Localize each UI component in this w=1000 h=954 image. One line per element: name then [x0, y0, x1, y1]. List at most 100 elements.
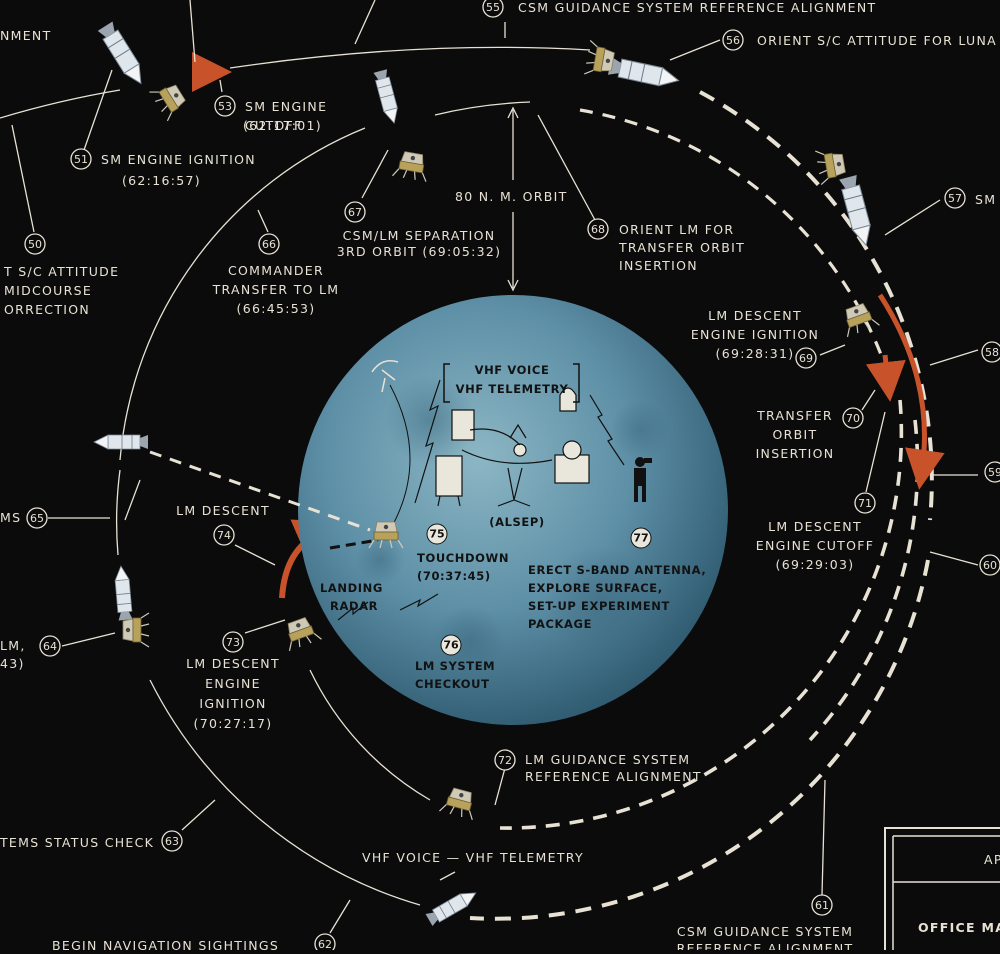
moon: VHF VOICE VHF TELEMETRY (ALSEP) 75 TOUCH…: [298, 295, 728, 725]
event-number: 59: [988, 466, 1000, 479]
lm-separation-icon: [391, 149, 432, 183]
csm-left-icon: [93, 434, 149, 450]
lm-descent-icon: [838, 300, 881, 338]
event-label-line: SM ENGINE IGNITION: [101, 152, 256, 167]
lm-bottom-icon: [438, 785, 480, 821]
event-65: 65 MS: [0, 507, 48, 529]
event-number-marker: [494, 749, 516, 771]
event-label-line: MS: [0, 510, 21, 525]
event-number: 61: [815, 899, 829, 912]
event-number-marker: [979, 554, 1000, 576]
landing-radar-label-2: RADAR: [330, 599, 378, 613]
vhf-link-label: VHF VOICE — VHF TELEMETRY: [362, 850, 584, 865]
event-number-marker: [984, 461, 1000, 483]
event-number-marker: [722, 29, 744, 51]
title-block-top: AP: [984, 852, 1000, 867]
explore-line-1: ERECT S-BAND ANTENNA,: [528, 563, 706, 577]
event-number-marker: [26, 507, 48, 529]
event-number-marker: [944, 187, 966, 209]
event-label-line: CSM GUIDANCE SYSTEM: [677, 924, 853, 939]
vhf-voice-label: VHF VOICE: [475, 363, 550, 377]
event-number: 53: [218, 100, 232, 113]
orbit-connector: [124, 479, 141, 521]
event-label-line: T S/C ATTITUDE: [3, 264, 119, 279]
event-60: 60: [979, 554, 1000, 576]
event-number: 65: [30, 512, 44, 525]
event-number: 74: [217, 529, 231, 542]
event-number: 64: [43, 640, 57, 653]
event-label-line: TRANSFER TO LM: [212, 282, 340, 297]
event-number: 62: [318, 938, 332, 950]
touchdown-label: TOUCHDOWN: [417, 551, 509, 565]
event-label-line: CUTOFF: [245, 118, 303, 133]
event-number: 71: [858, 497, 872, 510]
event-label-line: CORRECTION: [205, 0, 301, 3]
event-label-line: (62:17:01): [243, 118, 322, 133]
csm-left-lower-icon: [113, 564, 134, 621]
event-label-line: IGNITION: [199, 696, 266, 711]
moon-disk: [298, 295, 728, 725]
comm-signal-lines: [337, 379, 625, 621]
event-number: 72: [498, 754, 512, 767]
event-label-line: ENGINE CUTOFF: [756, 538, 874, 553]
event-label-line: SM ENGINE: [245, 99, 327, 114]
event-label-line: TRANSFER ORBIT: [618, 240, 745, 255]
event-label-line: (66:45:53): [237, 301, 316, 316]
middle-orbit-top: [434, 101, 531, 116]
event-number-marker: [214, 95, 236, 117]
event-52: CORRECTION: [205, 0, 301, 3]
event-label-line: ORIENT S/C ATTITUDE FOR LUNA: [757, 33, 997, 48]
csm-bottom-icon: [425, 886, 480, 927]
event-number-marker: [842, 407, 864, 429]
explore-line-2: EXPLORE SURFACE,: [528, 581, 663, 595]
csm-to-lm-link: [149, 450, 371, 532]
descent-transfer-orbit: [499, 399, 904, 830]
event-label-line: COMMANDER: [228, 263, 324, 278]
event-number-marker: [213, 524, 235, 546]
event-label-line: NMENT: [0, 28, 52, 43]
event-53: 53 SM ENGINE CUTOFF(62:17:01): [214, 95, 327, 133]
descent-transfer-orbit-inner: [808, 419, 920, 742]
event-label-line: LM DESCENT: [186, 656, 280, 671]
event-number: 60: [983, 559, 997, 572]
csm-separation-icon: [372, 68, 402, 126]
event-label-line: ORIENT LM FOR: [619, 222, 734, 237]
event-label-line: LM DESCENT: [768, 519, 862, 534]
event-number: 63: [165, 835, 179, 848]
event-number-marker: [24, 233, 46, 255]
outer-orbit: [0, 46, 934, 921]
event-number-marker: [258, 233, 280, 255]
event-label-line: (69:28:31): [716, 346, 795, 361]
event-label-line: LM,: [0, 638, 26, 653]
event-77-marker: [630, 527, 652, 549]
astronaut-icon: [634, 457, 652, 502]
explore-line-3: SET-UP EXPERIMENT: [528, 599, 670, 613]
event-75-number: 75: [429, 528, 444, 541]
event-number-marker: [587, 218, 609, 240]
alsep-equipment: [435, 387, 590, 507]
event-label-line: ORRECTION: [4, 302, 90, 317]
lm-top-left-icon: [148, 77, 191, 122]
event-label-line: SM: [975, 192, 996, 207]
event-number-marker: [314, 933, 336, 954]
middle-orbit-left: [119, 127, 366, 461]
csm-right-icon: [838, 174, 876, 249]
event-label-line: ORBIT: [773, 427, 818, 442]
csm-stack-top-left-icon: [97, 20, 149, 89]
event-number: 51: [74, 153, 88, 166]
checkout-label-1: LM SYSTEM: [415, 659, 495, 673]
event-59: 59: [984, 461, 1000, 483]
checkout-label-2: CHECKOUT: [415, 677, 490, 691]
